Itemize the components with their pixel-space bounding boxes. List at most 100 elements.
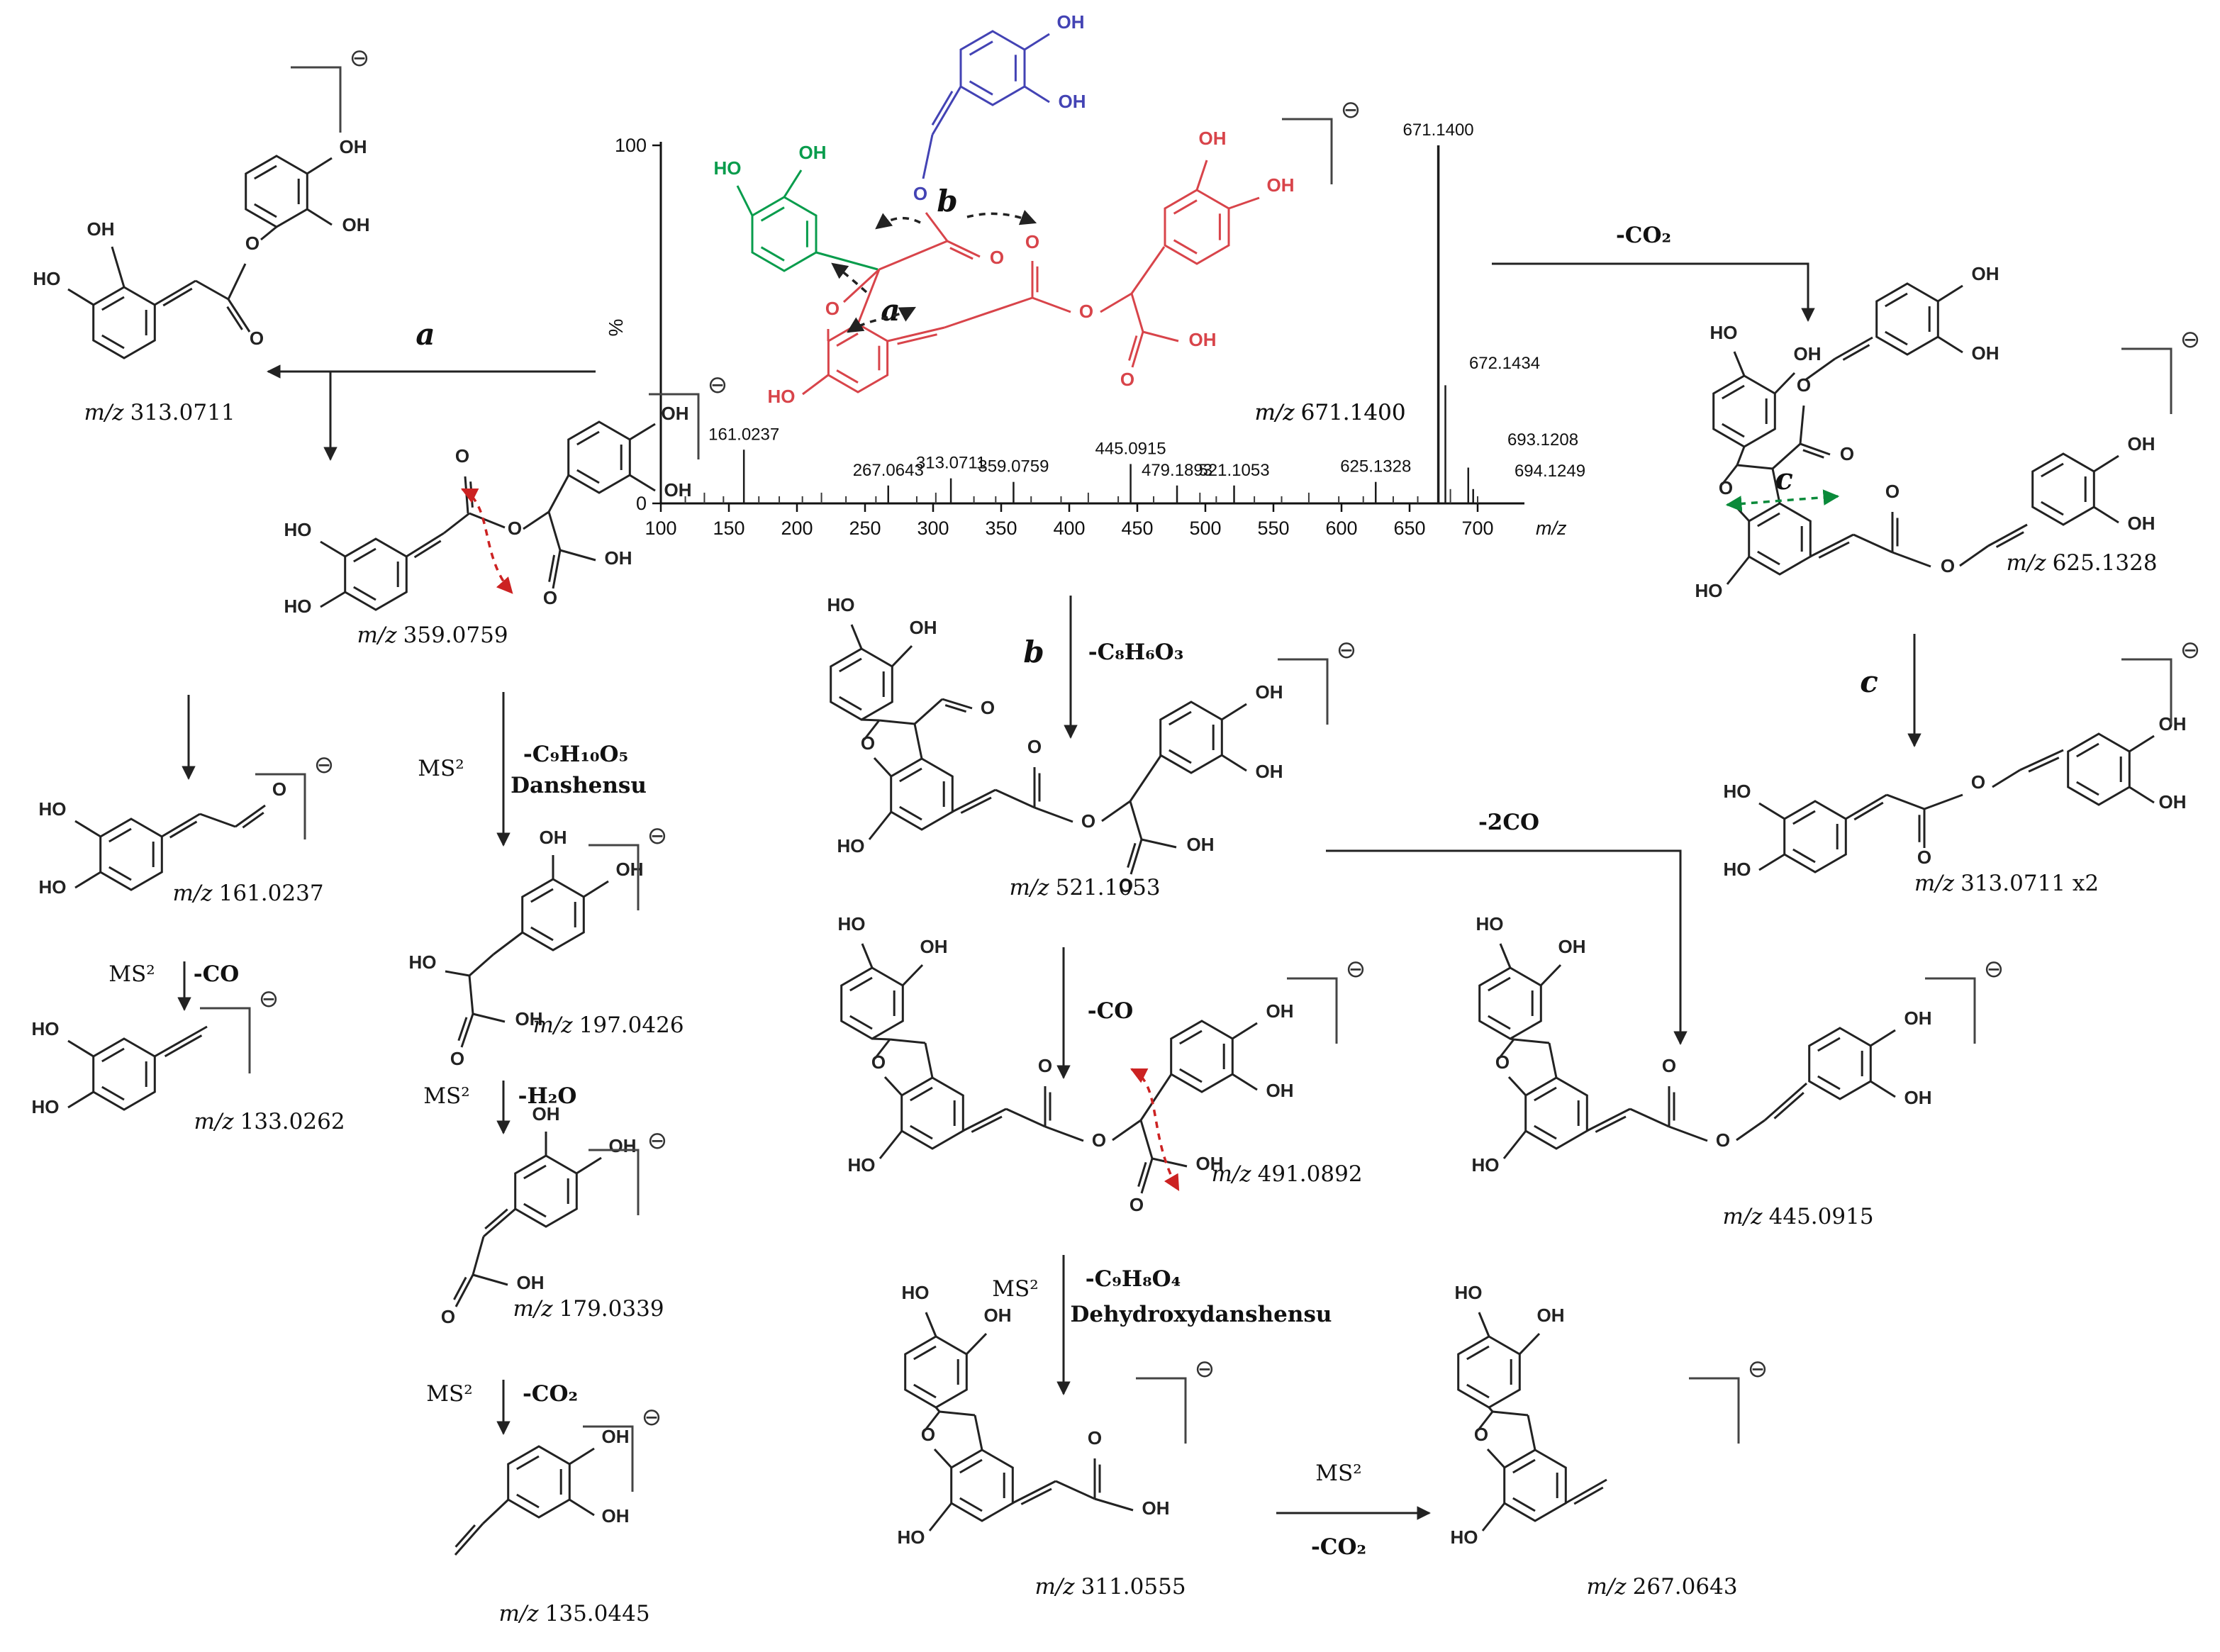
aromatic-bond [1179, 1029, 1203, 1045]
bond [1771, 442, 1802, 470]
oh-atom-label: OH [340, 136, 367, 157]
ho-atom-label: HO [768, 386, 796, 407]
bond [1886, 793, 1925, 810]
o-atom-label: O [441, 1306, 455, 1327]
bond [2129, 735, 2155, 753]
t-197-to-179: MS²-H₂O [423, 1081, 576, 1134]
x-tick-label: 350 [985, 518, 1017, 539]
bond [1937, 335, 1963, 354]
double-bond [169, 820, 198, 839]
bond [842, 268, 881, 303]
bond [850, 624, 863, 649]
oh-atom-label: OH [2159, 791, 2187, 813]
ho-atom-label: HO [284, 596, 312, 617]
bond [552, 549, 562, 589]
bond [154, 279, 196, 306]
double-bond [1595, 1115, 1627, 1133]
negative-charge-icon: ⊖ [1337, 636, 1357, 664]
negative-charge-icon: ⊖ [1341, 96, 1361, 124]
peak-label: 672.1434 [1469, 354, 1540, 373]
peak-label: 161.0237 [708, 425, 779, 444]
bond [922, 134, 934, 179]
aromatic-bond [1722, 423, 1745, 438]
bond [195, 279, 229, 301]
charge-bracket [2121, 658, 2172, 725]
peak-label: 694.1249 [1515, 462, 1585, 481]
charge-bracket [589, 844, 640, 910]
negative-charge-icon: ⊖ [647, 822, 668, 850]
bond [1507, 1076, 1527, 1097]
bond [868, 811, 893, 840]
aromatic-bond [1817, 1075, 1841, 1090]
double-bond [162, 287, 193, 307]
bond [962, 1107, 1007, 1132]
peak-label: 671.1400 [1403, 121, 1474, 140]
oh-atom-label: OH [602, 1426, 630, 1447]
bond [1586, 1107, 1631, 1132]
loss-label: -CO₂ [1616, 223, 1671, 248]
peak-label: 693.1208 [1507, 430, 1578, 450]
bond [1992, 769, 2021, 788]
x-tick-label: 550 [1257, 518, 1289, 539]
bond [2019, 749, 2064, 771]
aromatic-bond [576, 469, 600, 484]
oh-atom-label: OH [2128, 513, 2155, 534]
o-atom-label: O [272, 778, 286, 800]
bond [1139, 1120, 1154, 1159]
negative-charge-icon: ⊖ [350, 44, 370, 72]
bond [947, 240, 981, 258]
oh-atom-label: OH [515, 1008, 543, 1029]
aromatic-bond [2041, 462, 2064, 478]
t-671-to-521: b-C₈H₆O₃ [1023, 596, 1183, 739]
bond [74, 871, 101, 889]
aromatic-bond [523, 1202, 547, 1218]
aromatic-bond [1179, 1068, 1203, 1083]
bond [1131, 331, 1144, 368]
oh-atom-label: OH [87, 218, 115, 240]
bond [629, 474, 656, 492]
bond [1736, 446, 1746, 466]
ho-atom-label: HO [1455, 1282, 1483, 1303]
aromatic-bond [108, 827, 132, 843]
loss-label: -CO₂ [523, 1381, 578, 1407]
bond [1005, 1107, 1046, 1128]
ho-atom-label: HO [1476, 913, 1504, 934]
bond [1518, 1332, 1541, 1356]
aromatic-bond [1466, 1383, 1490, 1399]
bond [933, 1448, 953, 1469]
ms2-label: MS² [1315, 1461, 1361, 1486]
bond [1721, 464, 1739, 485]
oh-atom-label: OH [1059, 91, 1086, 112]
y-tick-label: 0 [636, 493, 647, 514]
ho-atom-label: HO [848, 1154, 876, 1176]
aromatic-bond [839, 696, 862, 711]
o-atom-label: O [455, 445, 469, 467]
ho-atom-label: HO [32, 1096, 60, 1117]
aromatic-bond [1173, 239, 1198, 255]
y-axis-title: % [605, 319, 627, 337]
charge-bracket [1282, 118, 1333, 184]
bond [923, 1411, 941, 1431]
ho-atom-label: HO [284, 519, 312, 540]
cleavage-dashed-arrow [875, 213, 921, 230]
bond [1112, 1119, 1142, 1142]
aromatic-bond [910, 1124, 933, 1140]
loss-label: -2CO [1478, 810, 1539, 835]
bond [1764, 1082, 1807, 1122]
aromatic-bond [530, 888, 554, 903]
charge-bracket [1287, 977, 1338, 1044]
double-bond [1842, 344, 1870, 361]
oh-atom-label: OH [517, 1272, 545, 1293]
o-atom-label: O [245, 233, 260, 254]
bond [891, 644, 913, 668]
aromatic-bond [1885, 330, 1908, 346]
bond [1481, 1502, 1506, 1531]
negative-charge-icon: ⊖ [647, 1127, 668, 1155]
